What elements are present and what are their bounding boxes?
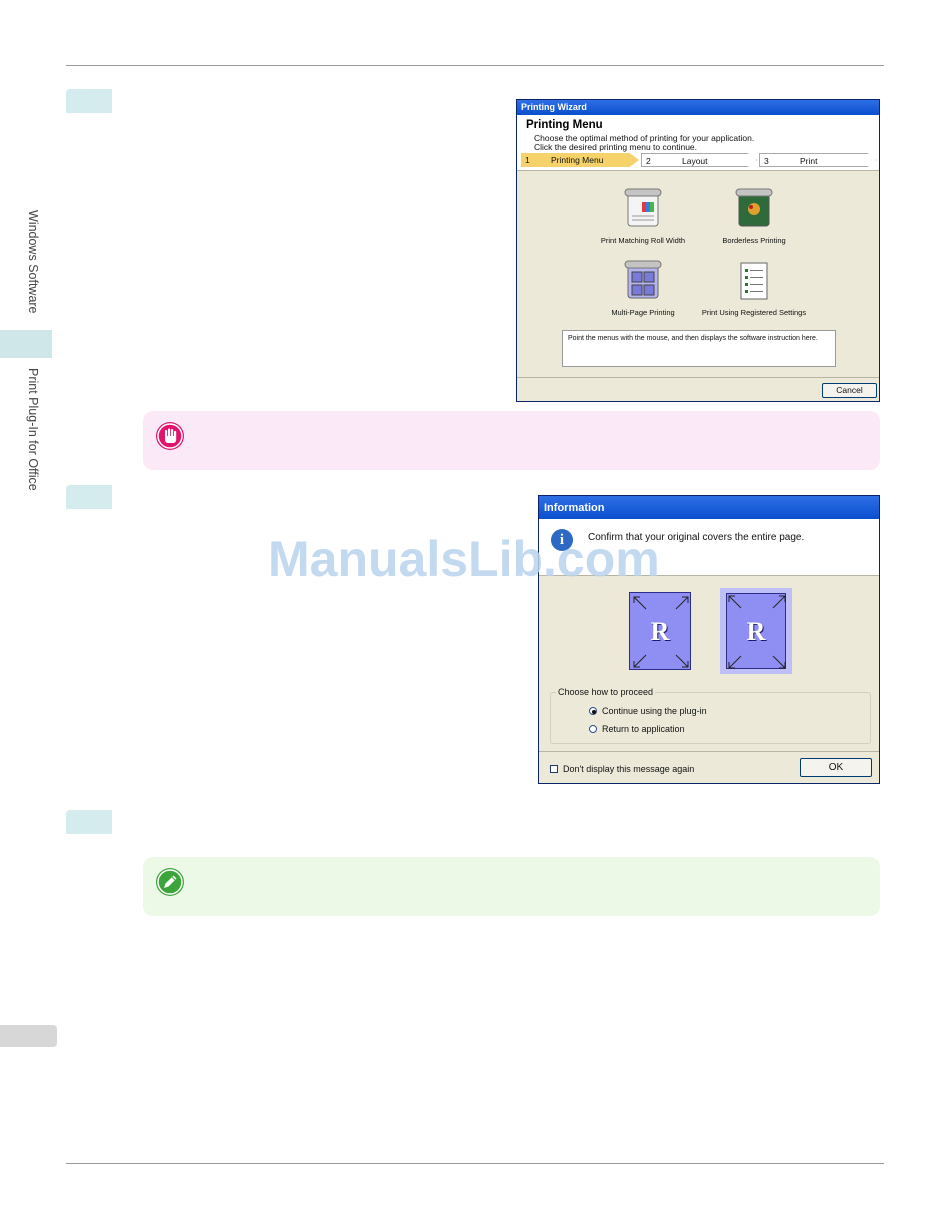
- wizard-step-1-label: Printing Menu: [551, 155, 604, 165]
- wizard-heading: Printing Menu: [526, 119, 603, 131]
- step-marker-1: [66, 89, 112, 113]
- footer-rule: [66, 1163, 884, 1164]
- wizard-step-2-label: Layout: [682, 156, 708, 166]
- menu-label-borderless: Borderless Printing: [722, 236, 786, 245]
- side-tab-active-marker: [0, 330, 52, 358]
- radio-return-application[interactable]: Return to application: [589, 724, 685, 734]
- proceed-options-group: [550, 692, 871, 744]
- information-message: Confirm that your original covers the en…: [588, 532, 805, 543]
- wizard-step-3-number: 3: [764, 156, 769, 166]
- sheet-letter-left: R: [650, 617, 670, 646]
- information-title-bar: Information: [539, 496, 879, 519]
- wizard-title-bar: Printing Wizard: [517, 100, 879, 115]
- menu-print-matching-roll-width[interactable]: Print Matching Roll Width: [578, 188, 708, 245]
- wizard-step-2: 2 Layout: [641, 153, 757, 167]
- dont-display-checkbox[interactable]: Don't display this message again: [550, 764, 694, 774]
- checkbox-icon: [550, 765, 558, 773]
- note-box: [143, 857, 880, 916]
- wizard-step-3-label: Print: [800, 156, 818, 166]
- menu-label-registered-settings: Print Using Registered Settings: [701, 308, 807, 317]
- radio-return-label: Return to application: [602, 724, 685, 734]
- wizard-step-breadcrumb: 1 Printing Menu 2 Layout 3 Print: [521, 153, 877, 167]
- multi-page-icon: [624, 260, 662, 302]
- menu-borderless-printing[interactable]: Borderless Printing: [689, 188, 819, 245]
- pencil-note-icon: [156, 868, 184, 896]
- step-marker-3: [66, 810, 112, 834]
- wizard-step-1-number: 1: [525, 155, 530, 165]
- wizard-instruction-box: Point the menus with the mouse, and then…: [562, 330, 836, 367]
- menu-multi-page-printing[interactable]: Multi-Page Printing: [578, 260, 708, 317]
- borderless-icon: [735, 188, 773, 230]
- menu-label-multi-page: Multi-Page Printing: [611, 308, 675, 317]
- wizard-description-line1: Choose the optimal method of printing fo…: [534, 133, 755, 143]
- dont-display-label: Don't display this message again: [563, 764, 695, 774]
- important-hand-icon: [156, 422, 184, 450]
- printing-wizard-dialog: Printing Wizard Printing Menu Choose the…: [516, 99, 880, 402]
- header-rule: [66, 65, 884, 66]
- roll-width-icon: [624, 188, 662, 230]
- menu-label-roll-width: Print Matching Roll Width: [600, 236, 686, 245]
- original-sheet-preview: R: [629, 592, 691, 670]
- sheet-letter-right: R: [746, 617, 766, 646]
- radio-unselected-icon: [589, 725, 597, 733]
- wizard-step-2-number: 2: [646, 156, 651, 166]
- wizard-header: Printing Menu Choose the optimal method …: [517, 115, 879, 171]
- information-footer-divider: [539, 751, 879, 752]
- proceed-group-label: Choose how to proceed: [556, 687, 656, 697]
- watermark: ManualsLib.com: [268, 531, 660, 587]
- important-note: [143, 411, 880, 470]
- step-marker-2: [66, 485, 112, 509]
- ok-button[interactable]: OK: [800, 758, 872, 777]
- menu-print-registered-settings[interactable]: Print Using Registered Settings: [689, 260, 819, 317]
- enlarged-sheet-preview: R: [726, 593, 786, 669]
- wizard-description-line2: Click the desired printing menu to conti…: [534, 142, 698, 152]
- info-icon: i: [551, 529, 573, 551]
- side-chapter-label: Print Plug-In for Office: [26, 368, 40, 491]
- registered-settings-icon: [735, 260, 773, 302]
- wizard-footer-divider: [517, 377, 879, 378]
- radio-continue-label: Continue using the plug-in: [602, 706, 707, 716]
- page-number-tab: [0, 1025, 57, 1047]
- radio-selected-icon: [589, 707, 597, 715]
- radio-continue-plugin[interactable]: Continue using the plug-in: [589, 706, 707, 716]
- information-dialog: Information i Confirm that your original…: [538, 495, 880, 784]
- side-tab-section: [0, 195, 52, 330]
- information-header: i Confirm that your original covers the …: [539, 519, 879, 576]
- cancel-button[interactable]: Cancel: [822, 383, 877, 398]
- wizard-step-1: 1 Printing Menu: [521, 153, 639, 167]
- wizard-step-3: 3 Print: [759, 153, 877, 167]
- side-section-label: Windows Software: [26, 210, 40, 314]
